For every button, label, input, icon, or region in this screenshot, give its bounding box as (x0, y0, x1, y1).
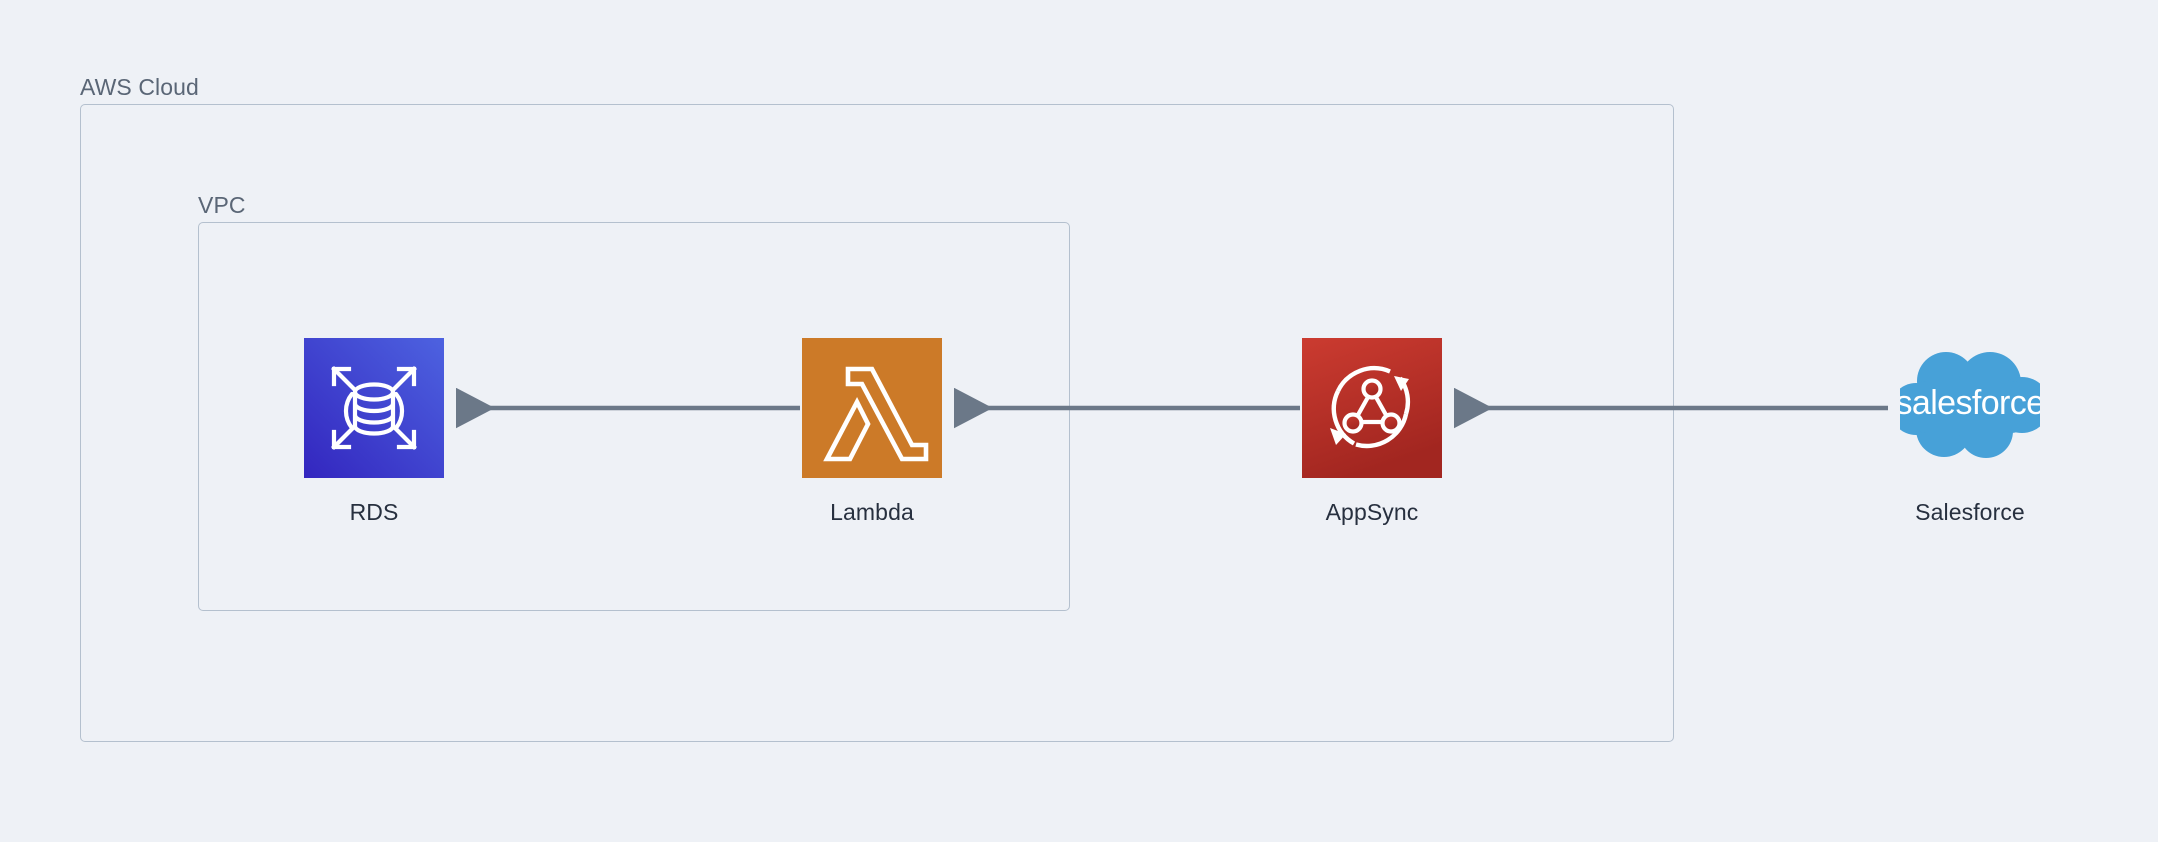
node-rds[interactable]: RDS (304, 338, 444, 526)
group-label-vpc: VPC (198, 192, 246, 218)
salesforce-wordmark: salesforce (1900, 384, 2040, 422)
group-box-vpc (198, 222, 1070, 611)
aws-lambda-icon (802, 338, 942, 478)
node-label-lambda: Lambda (830, 499, 914, 525)
node-appsync[interactable]: AppSync (1302, 338, 1442, 526)
salesforce-cloud-logo: salesforce (1900, 338, 2040, 478)
node-salesforce[interactable]: salesforce Salesforce (1900, 338, 2040, 526)
aws-appsync-icon (1302, 338, 1442, 478)
node-label-rds: RDS (349, 499, 399, 525)
group-box-aws-cloud (80, 104, 1674, 742)
node-label-salesforce: Salesforce (1915, 499, 2025, 525)
node-label-appsync: AppSync (1325, 499, 1419, 525)
node-lambda[interactable]: Lambda (802, 338, 942, 526)
salesforce-cloud-shape (1900, 352, 2040, 458)
group-label-aws-cloud: AWS Cloud (80, 74, 199, 100)
aws-rds-icon (304, 338, 444, 478)
